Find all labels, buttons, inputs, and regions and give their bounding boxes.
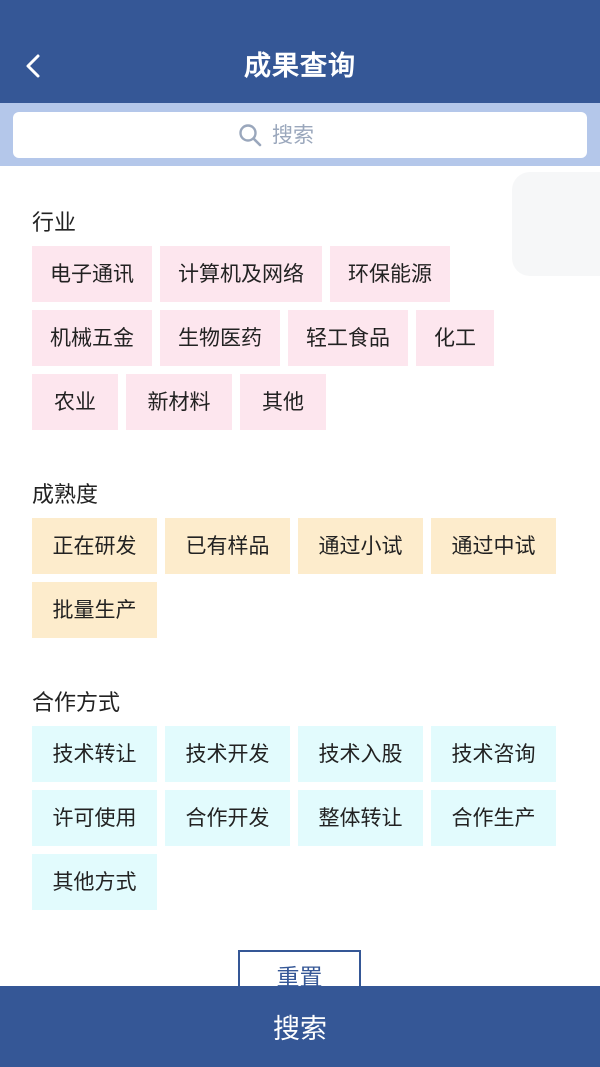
tag-coop[interactable]: 其他方式 [32,854,157,910]
tag-industry[interactable]: 农业 [32,374,118,430]
back-button[interactable] [18,48,48,84]
coop-section: 合作方式 技术转让 技术开发 技术入股 技术咨询 许可使用 合作开发 整体转让 … [32,688,572,918]
tag-coop[interactable]: 技术咨询 [431,726,556,782]
search-submit-button[interactable]: 搜索 [0,986,600,1067]
industry-section: 行业 电子通讯 计算机及网络 环保能源 机械五金 生物医药 轻工食品 化工 农业… [32,208,572,438]
search-icon [239,124,262,147]
tag-industry[interactable]: 轻工食品 [288,310,408,366]
tag-maturity[interactable]: 正在研发 [32,518,157,574]
tag-industry[interactable]: 生物医药 [160,310,280,366]
maturity-section: 成熟度 正在研发 已有样品 通过小试 通过中试 批量生产 [32,480,572,646]
search-bar [0,103,600,166]
page-title: 成果查询 [244,51,356,82]
tag-coop[interactable]: 技术开发 [165,726,290,782]
search-submit-label: 搜索 [273,1014,327,1045]
tag-coop[interactable]: 合作生产 [431,790,556,846]
section-title-maturity: 成熟度 [32,483,99,508]
tag-industry[interactable]: 电子通讯 [32,246,152,302]
tag-coop[interactable]: 许可使用 [32,790,157,846]
tag-coop[interactable]: 合作开发 [165,790,290,846]
coop-tags: 技术转让 技术开发 技术入股 技术咨询 许可使用 合作开发 整体转让 合作生产 … [32,726,572,918]
tag-coop[interactable]: 技术转让 [32,726,157,782]
tag-maturity[interactable]: 已有样品 [165,518,290,574]
filter-panel: 行业 电子通讯 计算机及网络 环保能源 机械五金 生物医药 轻工食品 化工 农业… [0,166,600,986]
tag-industry[interactable]: 机械五金 [32,310,152,366]
reset-button[interactable]: 重置 [238,950,361,986]
tag-coop[interactable]: 技术入股 [298,726,423,782]
tag-maturity[interactable]: 批量生产 [32,582,157,638]
tag-industry[interactable]: 化工 [416,310,494,366]
tag-industry[interactable]: 其他 [240,374,326,430]
tag-industry[interactable]: 计算机及网络 [160,246,322,302]
section-title-industry: 行业 [32,211,77,236]
tag-industry[interactable]: 新材料 [126,374,232,430]
watermark-decoration [512,172,600,276]
tag-maturity[interactable]: 通过小试 [298,518,423,574]
section-title-coop: 合作方式 [32,691,121,716]
search-input[interactable] [272,123,362,147]
chevron-left-icon [26,54,40,78]
search-box[interactable] [13,112,587,158]
app-header: 成果查询 [0,0,600,103]
tag-maturity[interactable]: 通过中试 [431,518,556,574]
industry-tags: 电子通讯 计算机及网络 环保能源 机械五金 生物医药 轻工食品 化工 农业 新材… [32,246,572,438]
maturity-tags: 正在研发 已有样品 通过小试 通过中试 批量生产 [32,518,572,646]
tag-industry[interactable]: 环保能源 [330,246,450,302]
tag-coop[interactable]: 整体转让 [298,790,423,846]
